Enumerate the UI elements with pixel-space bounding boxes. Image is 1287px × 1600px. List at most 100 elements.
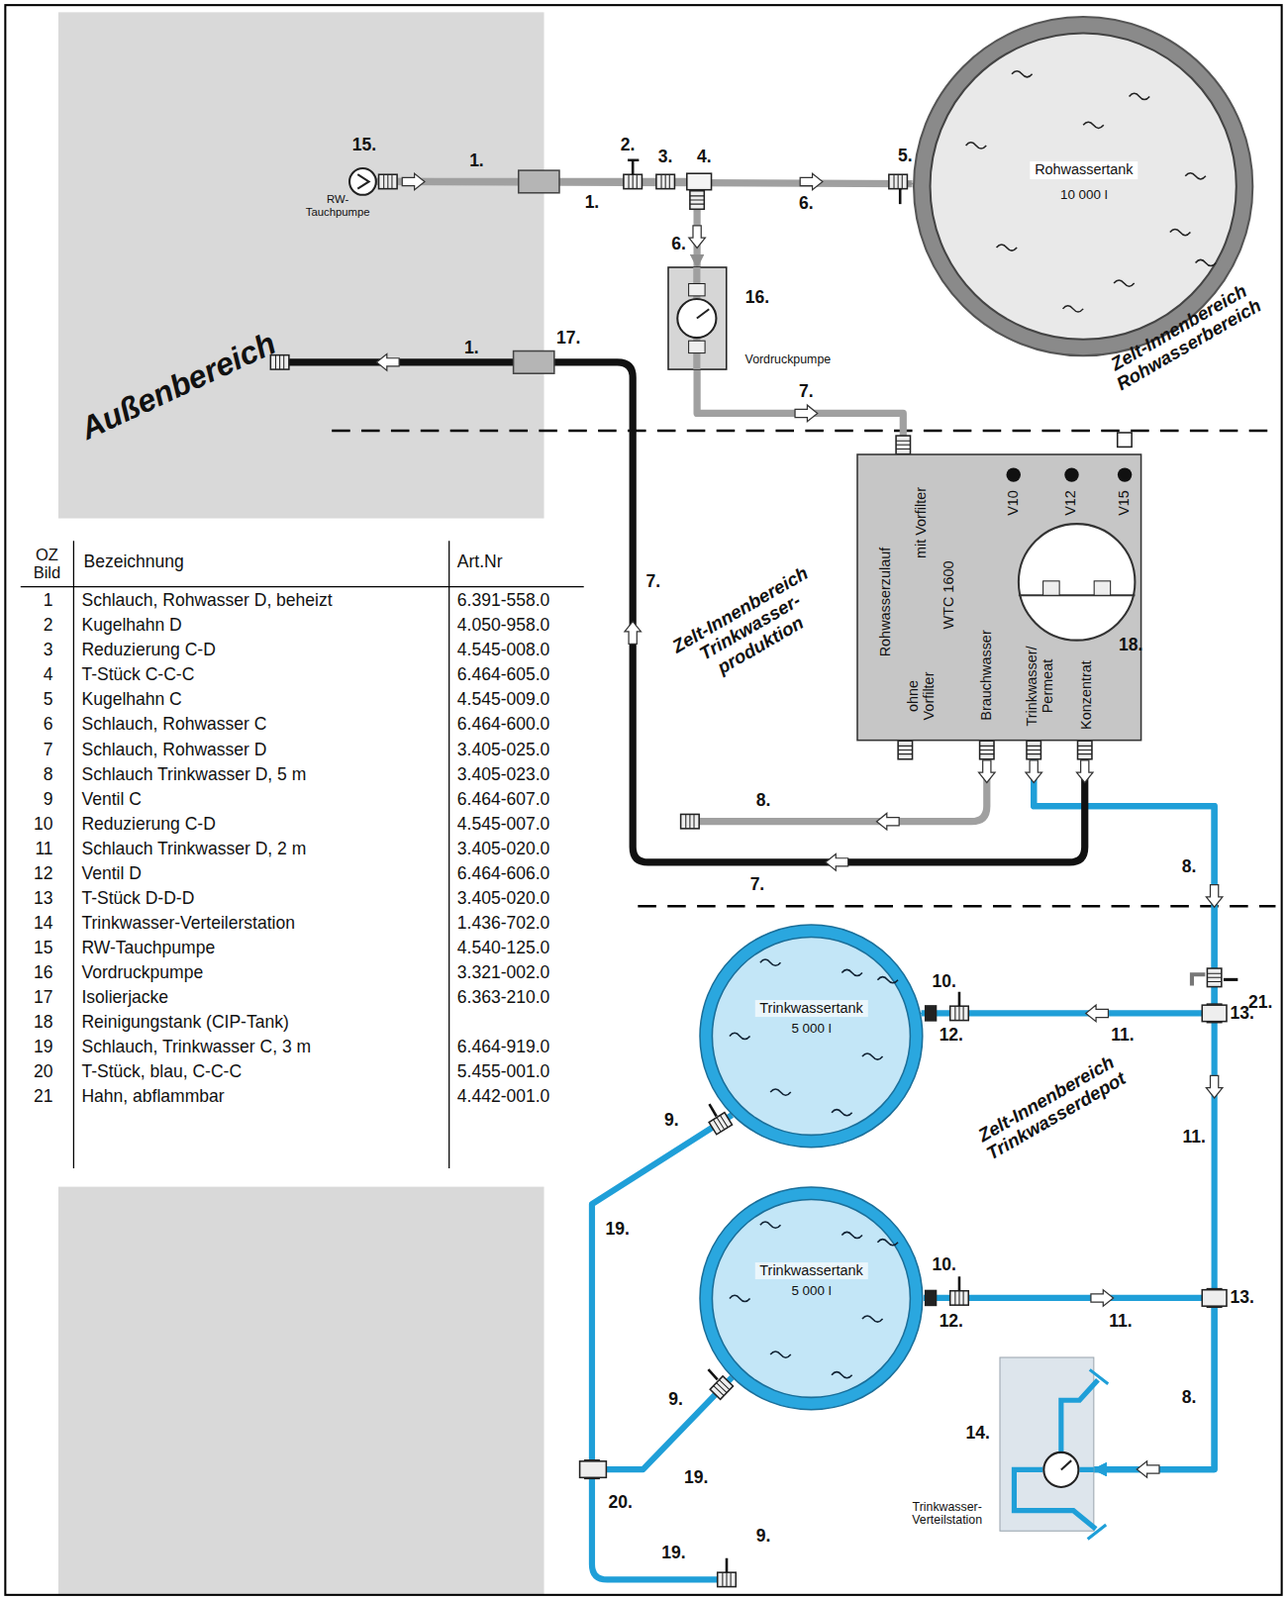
drawing-part <box>357 174 369 189</box>
table-cell: 11 <box>34 839 53 859</box>
water-wave <box>1169 229 1190 236</box>
table-cell: Kugelhahn C <box>81 691 182 710</box>
callout-number: 19. <box>684 1468 708 1487</box>
zone-label: Zelt-Innenbereich Trinkwasser-produktion <box>660 558 841 698</box>
water-wave <box>729 1294 751 1301</box>
node-text: V12 <box>1064 490 1081 516</box>
table-cell: 7 <box>43 740 54 760</box>
table-cell: Hahn, abflammbar <box>81 1088 224 1107</box>
drawing-part <box>709 1376 733 1399</box>
water-wave <box>965 142 987 149</box>
drawing-part <box>1201 1289 1227 1306</box>
table-cell: 6.464-600.0 <box>457 715 551 735</box>
node-text: V10 <box>1005 490 1022 516</box>
callout-number: 16. <box>745 288 770 307</box>
drawing-part <box>690 191 704 210</box>
table-cell: 13 <box>33 889 53 908</box>
callout-number: 20. <box>608 1492 633 1512</box>
water-wave <box>831 1372 853 1379</box>
hose-connector <box>696 369 903 455</box>
callout-number: 6. <box>671 235 687 255</box>
callout-number: 11. <box>1182 1128 1205 1148</box>
table-cell: T-Stück C-C-C <box>81 666 195 686</box>
table-cell: Ventil D <box>81 864 141 884</box>
drawing-part <box>1136 1461 1160 1478</box>
drawing-part <box>1005 467 1020 482</box>
table-cell: 2 <box>43 616 54 636</box>
drawing-part <box>895 435 910 455</box>
node-text: ohne Vorfilter <box>905 660 938 732</box>
table-cell: Art.Nr <box>457 552 503 572</box>
drawing-part <box>401 173 425 190</box>
water-wave <box>841 1231 863 1238</box>
drawing-part <box>898 189 902 204</box>
node-text: Außenbereich <box>75 325 282 447</box>
node-text: Brauchwasser <box>979 630 995 721</box>
treatment-unit-outline <box>857 454 1142 741</box>
table-cell: 4.540-125.0 <box>457 938 551 958</box>
water-wave <box>770 1351 792 1358</box>
node-text: mit Vorfilter <box>913 487 930 559</box>
water-wave <box>1128 94 1150 100</box>
table-cell: Kugelhahn D <box>81 616 182 636</box>
drawing-part <box>1117 432 1132 447</box>
drawing-part <box>4 4 1282 1595</box>
table-cell: Schlauch Trinkwasser D, 5 m <box>81 765 306 785</box>
table-cell: 3.405-023.0 <box>457 765 551 785</box>
drawing-part <box>794 404 818 421</box>
drawing-part <box>729 959 898 1116</box>
table-cell: 21 <box>33 1088 53 1107</box>
callout-number: 7. <box>645 572 661 592</box>
callout-number: 1. <box>469 151 485 171</box>
callout-number: 8. <box>1182 1388 1197 1408</box>
water-wave <box>1011 71 1033 78</box>
table-cell: Schlauch, Trinkwasser C, 3 m <box>81 1038 311 1058</box>
drawing-part <box>889 174 908 189</box>
callout-number: 10. <box>931 1256 956 1276</box>
drawing-part <box>681 813 700 828</box>
callout-number: 3. <box>658 147 674 167</box>
callout-number: 17. <box>556 329 581 349</box>
table-cell: Schlauch, Rohwasser D <box>81 740 267 760</box>
table-cell: 1.436-702.0 <box>457 913 551 933</box>
drawing-part <box>695 755 988 822</box>
drawing-part <box>687 173 712 190</box>
table-cell: T-Stück, blau, C-C-C <box>81 1063 242 1083</box>
node-text: Rohwasserzulauf <box>878 547 894 658</box>
drawing-part <box>729 1221 898 1379</box>
water-wave <box>770 1089 792 1095</box>
distribution-station-outline <box>999 1357 1094 1531</box>
callout-number: 8. <box>1182 858 1197 878</box>
drawing-part <box>1025 760 1042 784</box>
treatment-unit: WTC 1600Rohwasserzulaufmit Vorfilterohne… <box>857 454 1142 741</box>
table-cell: OZ Bild <box>26 545 68 582</box>
callout-number: 6. <box>798 195 814 214</box>
water-wave <box>862 1053 884 1060</box>
node-text: 10 000 l <box>1060 188 1108 203</box>
table-cell: Reduzierung C-D <box>81 814 215 834</box>
node-text: RW-Tauchpumpe <box>300 193 375 218</box>
callout-number: 9. <box>756 1526 772 1546</box>
table-cell: Reduzierung C-D <box>81 641 215 661</box>
drawing-part <box>678 298 717 338</box>
table-cell: 9 <box>43 790 54 809</box>
table-cell: 5 <box>43 691 54 710</box>
table-cell: 4.442-001.0 <box>457 1088 551 1107</box>
submersible-pump-outline <box>348 167 378 197</box>
table-cell: 8 <box>43 765 54 785</box>
drawing-part <box>668 267 727 370</box>
callout-number: 10. <box>931 972 956 991</box>
callout-number: 19. <box>661 1543 686 1563</box>
callout-number: 9. <box>664 1110 680 1130</box>
drawing-part <box>1026 740 1041 760</box>
drawing-part <box>699 924 923 1148</box>
table-cell: Schlauch, Rohwasser D, beheizt <box>81 592 332 611</box>
node-text: 5 000 l <box>791 1021 831 1037</box>
drawing-part <box>331 430 1276 906</box>
water-wave <box>1083 122 1104 129</box>
node-text: Trinkwassertank <box>754 999 868 1018</box>
callout-number: 18. <box>1118 635 1143 655</box>
drawing-part <box>20 540 585 1169</box>
water-wave <box>1062 305 1084 312</box>
table-cell: 19 <box>33 1038 53 1058</box>
